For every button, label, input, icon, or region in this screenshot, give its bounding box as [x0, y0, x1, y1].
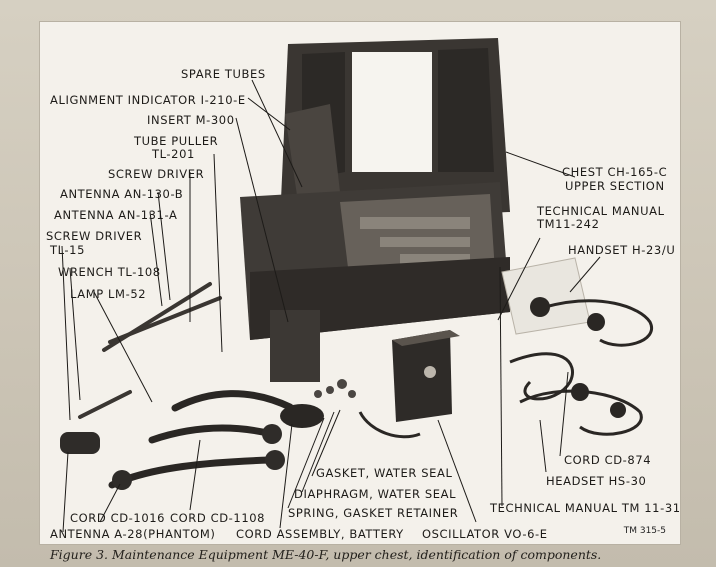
label-spring: SPRING, GASKET RETAINER	[288, 506, 459, 520]
label-tube-puller: TUBE PULLER	[134, 134, 219, 148]
label-technical-manual-number: TM11-242	[537, 217, 600, 231]
equipment-photograph: SPARE TUBES ALIGNMENT INDICATOR I-210-E …	[40, 22, 680, 544]
oscillator-box	[392, 330, 460, 422]
label-antenna-a-28: ANTENNA A-28(PHANTOM)	[50, 527, 216, 541]
label-spare-tubes: SPARE TUBES	[181, 67, 266, 81]
label-cord-assembly: CORD ASSEMBLY, BATTERY	[236, 527, 404, 541]
figure-caption: Figure 3. Maintenance Equipment ME-40-F,…	[50, 547, 602, 562]
label-insert: INSERT M-300	[147, 113, 235, 127]
label-technical-manual-tm-11-315: TECHNICAL MANUAL TM 11-315	[490, 501, 680, 515]
chest-body	[240, 182, 510, 340]
equipment-drawing	[40, 22, 680, 544]
label-cord-cd-1016: CORD CD-1016	[70, 511, 166, 525]
label-cord-cd-1108: CORD CD-1108	[170, 511, 266, 525]
label-tube-puller-number: TL-201	[152, 147, 195, 161]
label-gasket: GASKET, WATER SEAL	[316, 466, 453, 480]
label-screw-driver-tl: SCREW DRIVER	[46, 229, 143, 243]
label-technical-manual: TECHNICAL MANUAL	[537, 204, 665, 218]
label-diaphragm: DIAPHRAGM, WATER SEAL	[294, 487, 457, 501]
label-antenna-an-131-a: ANTENNA AN-131-A	[54, 208, 178, 222]
label-chest: CHEST CH-165-C	[562, 165, 668, 179]
label-handset: HANDSET H-23/U	[568, 243, 676, 257]
label-headset: HEADSET HS-30	[546, 474, 647, 488]
label-alignment-indicator: ALIGNMENT INDICATOR I-210-E	[50, 93, 246, 107]
figure-id: TM 315-5	[623, 526, 666, 536]
label-antenna-an-130-b: ANTENNA AN-130-B	[60, 187, 184, 201]
label-oscillator: OSCILLATOR VO-6-E	[422, 527, 548, 541]
label-cord-cd-874: CORD CD-874	[564, 453, 652, 467]
label-wrench: WRENCH TL-108	[58, 265, 161, 279]
label-screw-driver: SCREW DRIVER	[108, 167, 205, 181]
label-screw-driver-tl-number: TL-15	[50, 243, 86, 257]
label-lamp: LAMP LM-52	[70, 287, 147, 301]
label-chest-section: UPPER SECTION	[565, 179, 665, 193]
